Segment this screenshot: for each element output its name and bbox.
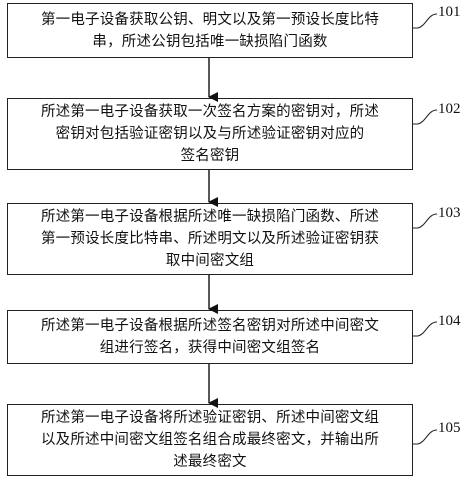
leader-line-105	[413, 429, 438, 445]
step-number-101: 101	[438, 4, 461, 20]
step-text-101: 第一电子设备获取公钥、明文以及第一预设长度比特 串，所述公钥包括唯一缺损陷门函数	[40, 11, 380, 50]
step-text-104: 所述第一电子设备根据所述签名密钥对所述中间密文 组进行签名，获得中间密文组签名	[40, 318, 380, 356]
step-box-103: 所述第一电子设备根据所述唯一缺损陷门函数、所述 第一预设长度比特串、所述明文以及…	[7, 203, 413, 275]
leader-line-103	[413, 213, 438, 229]
leader-line-104	[413, 321, 438, 337]
step-box-105: 所述第一电子设备将所述验证密钥、所述中间密文组 以及所述中间密文组签名组合成最终…	[7, 404, 413, 476]
step-text-105: 所述第一电子设备将所述验证密钥、所述中间密文组 以及所述中间密文组签名组合成最终…	[40, 410, 380, 470]
leader-line-102	[413, 109, 438, 125]
step-number-102: 102	[438, 101, 461, 117]
step-box-104: 所述第一电子设备根据所述签名密钥对所述中间密文 组进行签名，获得中间密文组签名	[7, 310, 413, 364]
step-number-103: 103	[438, 205, 461, 221]
step-text-102: 所述第一电子设备获取一次签名方案的密钥对，所述 密钥对包括验证密钥以及与所述验证…	[40, 104, 380, 164]
leader-line-101	[413, 13, 438, 29]
step-number-104: 104	[438, 313, 461, 329]
step-box-102: 所述第一电子设备获取一次签名方案的密钥对，所述 密钥对包括验证密钥以及与所述验证…	[7, 98, 413, 170]
step-text-103: 所述第一电子设备根据所述唯一缺损陷门函数、所述 第一预设长度比特串、所述明文以及…	[40, 209, 380, 269]
step-box-101: 第一电子设备获取公钥、明文以及第一预设长度比特 串，所述公钥包括唯一缺损陷门函数	[7, 3, 413, 58]
step-number-105: 105	[438, 420, 461, 436]
